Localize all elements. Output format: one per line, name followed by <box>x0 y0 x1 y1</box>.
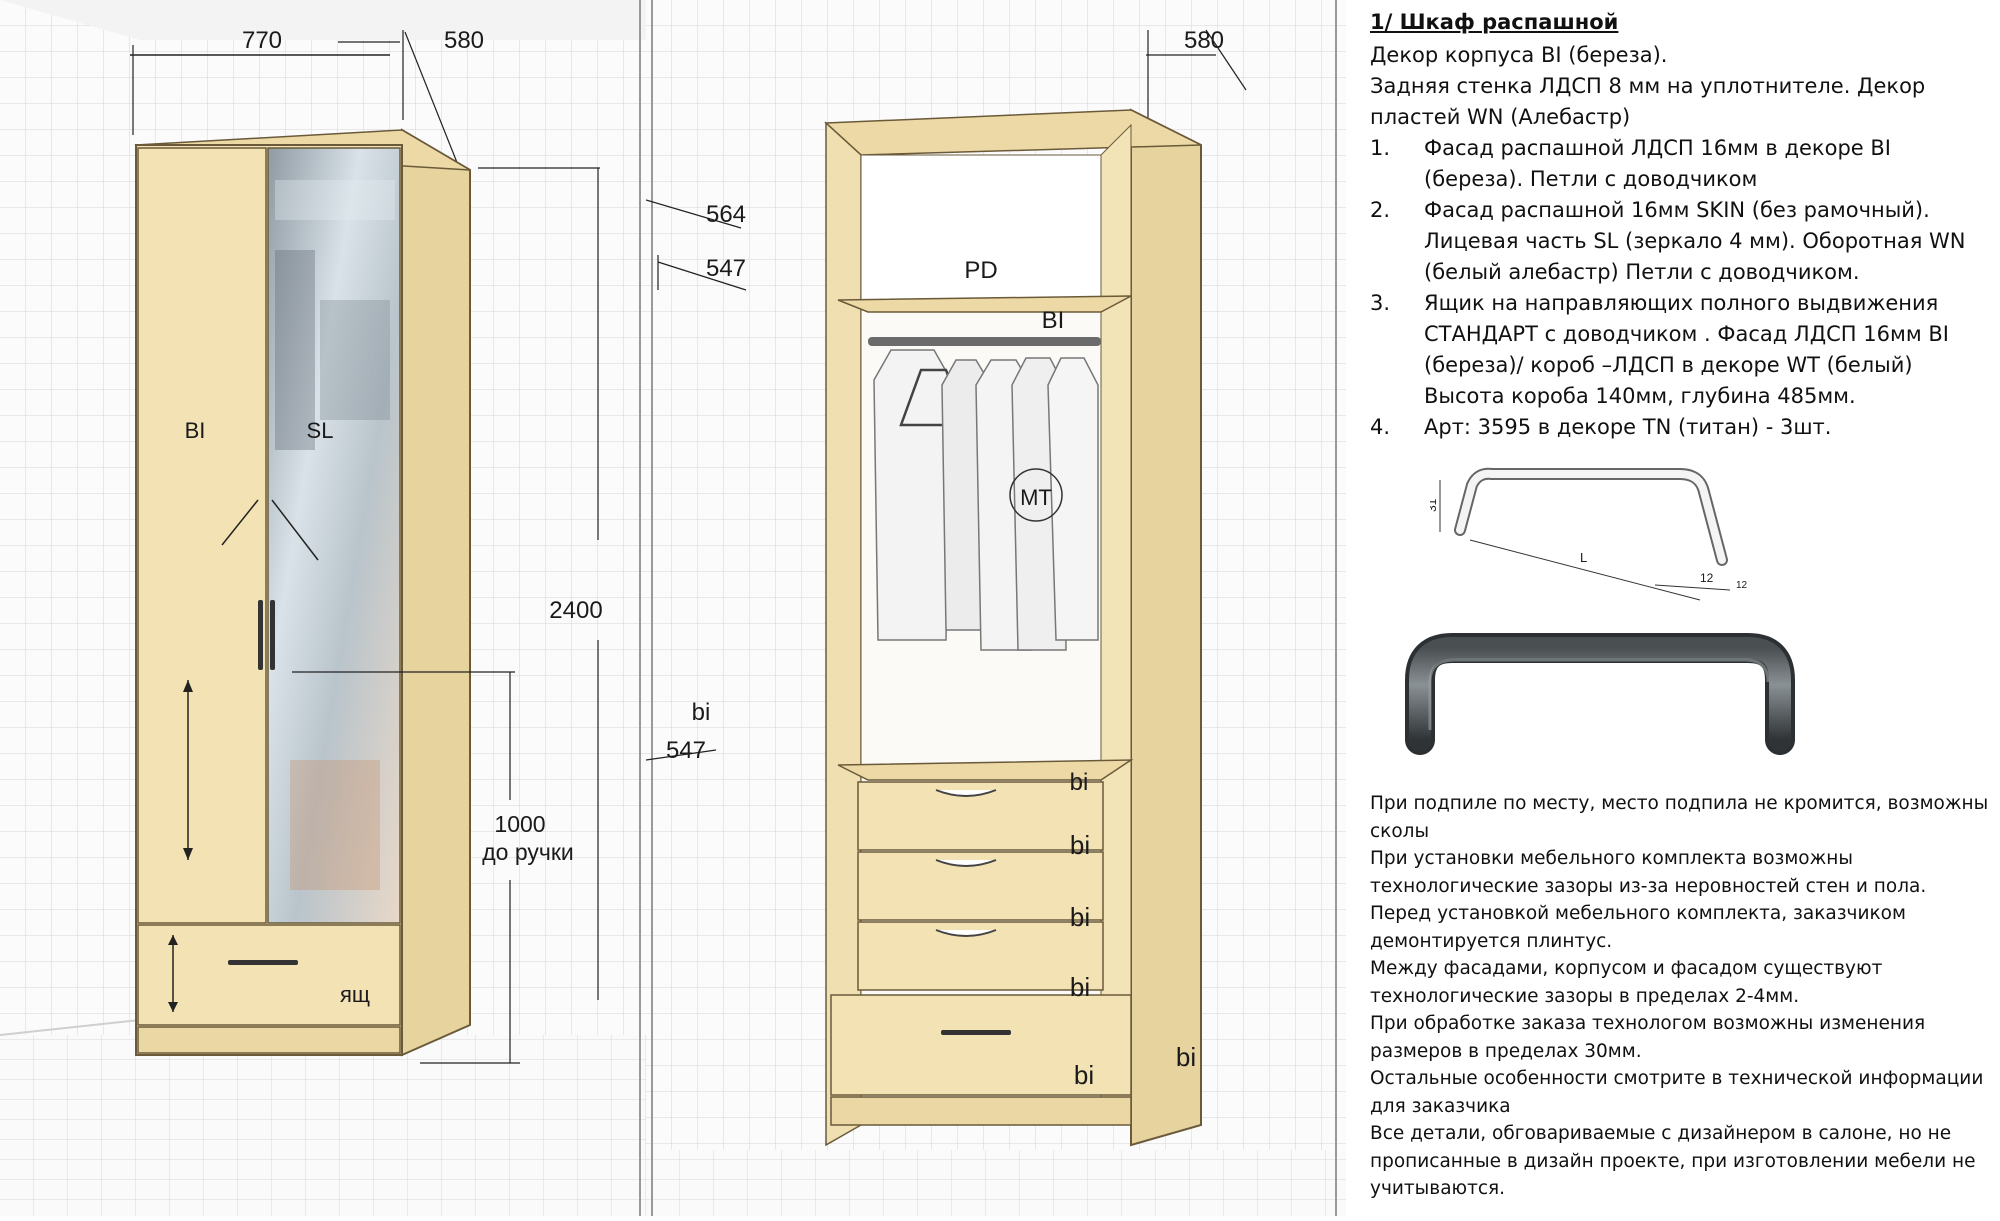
spec-item-text: Фасад распашной ЛДСП 16мм в декоре BI (б… <box>1424 136 1891 191</box>
handle-technical-drawing: 31 L 12 12 <box>1425 460 1760 614</box>
drawer-1-label: bi <box>1070 830 1090 860</box>
spec-item-number: 1. <box>1370 136 1391 160</box>
spec-item-number: 2. <box>1370 198 1391 222</box>
spec-item: 1. Фасад распашной ЛДСП 16мм в декоре BI … <box>1370 133 1990 195</box>
dim-handle-note: до ручки <box>482 839 574 865</box>
handle-dim-length: L <box>1580 550 1587 565</box>
note: Между фасадами, корпусом и фасадом сущес… <box>1370 958 1883 1007</box>
dim-depth-label: 580 <box>444 27 484 54</box>
drawer-3-label: bi <box>1070 972 1090 1002</box>
open-dim-depth-label: 580 <box>1184 27 1224 54</box>
mt-label: МТ <box>1020 485 1052 510</box>
door-left-label: BI <box>185 418 206 443</box>
handle-dim-height: 31 <box>1430 498 1439 512</box>
handle-height-dimension: 1000 до ручки <box>292 671 574 1064</box>
door-right-label: SL <box>307 418 334 443</box>
dim-height-label: 2400 <box>549 597 602 624</box>
note: Все детали, обговариваемые с дизайнером … <box>1370 1123 1976 1199</box>
handle-dim-b: 12 <box>1736 580 1748 591</box>
note: При подпиле по месту, место подпила не к… <box>1370 793 1989 842</box>
drawer-handle <box>228 960 298 965</box>
bottom-drawer-label: bi <box>1074 1060 1094 1090</box>
open-bottom-drawer <box>830 994 1132 1096</box>
spec-item-text: Ящик на направляющих полного выдвижения … <box>1424 291 1949 408</box>
handle-photo <box>1390 620 1810 764</box>
spec-item: 3. Ящик на направляющих полного выдвижени… <box>1370 288 1990 412</box>
mirror-reflection <box>275 180 395 890</box>
spec-title: 1/ Шкаф распашной <box>1370 10 1619 34</box>
dim-width-label: 770 <box>242 27 282 54</box>
width-dimension: 770 <box>130 27 404 135</box>
depth-dimension-open: 580 <box>1146 27 1247 118</box>
dim-547-bottom-label: 547 <box>666 737 706 764</box>
door-handle-right <box>270 600 275 670</box>
handle-dim-a: 12 <box>1700 571 1714 585</box>
pd-label: PD <box>964 257 997 284</box>
outer-side-label: bi <box>1176 1042 1196 1072</box>
open-wardrobe-view: 580 <box>645 0 1346 1216</box>
spec-panel: 1/ Шкаф распашной Декор корпуса BI (бере… <box>1370 10 1990 1210</box>
drawer-label: ящ <box>340 982 370 1007</box>
lower-shelf-label: bi <box>1070 769 1089 796</box>
spec-item-number: 3. <box>1370 291 1391 315</box>
height-dimension: 2400 <box>478 167 603 1000</box>
upper-shelf <box>837 295 1132 313</box>
hanging-rail <box>868 337 1101 346</box>
lower-shelf <box>837 759 1134 781</box>
spec-item-number: 4. <box>1370 415 1391 439</box>
spec-list: 1. Фасад распашной ЛДСП 16мм в декоре BI … <box>1370 133 1990 443</box>
spec-item: 2. Фасад распашной 16мм SKIN (без рамочны… <box>1370 195 1990 288</box>
spec-line-3: пластей WN (Алебастр) <box>1370 105 1631 129</box>
depth-dimension: 580 <box>338 27 484 171</box>
door-handle-left <box>258 600 263 670</box>
note: При обработке заказа технологом возможны… <box>1370 1013 1926 1062</box>
drawer-2-label: bi <box>1070 902 1090 932</box>
bottom-drawer <box>137 924 401 1026</box>
spec-item: 4. Арт: 3595 в декоре TN (титан) - 3шт. <box>1370 412 1990 443</box>
dim-564-label: 564 <box>706 201 746 228</box>
spec-item-text: Фасад распашной 16мм SKIN (без рамочный)… <box>1424 198 1966 284</box>
dim-547-top-label: 547 <box>706 255 746 282</box>
shelf-label: BI <box>1042 307 1065 334</box>
left-door <box>137 147 267 924</box>
dim-handle-label: 1000 <box>494 811 545 837</box>
note: Остальные особенности смотрите в техниче… <box>1370 1068 1984 1117</box>
hanging-clothes <box>873 349 1099 651</box>
closed-wardrobe-view: 770 580 <box>0 0 646 1216</box>
wardrobe-body <box>134 128 471 1057</box>
spec-line-2: Задняя стенка ЛДСП 8 мм на уплотнителе. … <box>1370 74 1926 98</box>
side-label: bi <box>692 699 711 726</box>
spec-line-1: Декор корпуса BI (береза). <box>1370 43 1668 67</box>
note: При установки мебельного комплекта возмо… <box>1370 848 1927 952</box>
mirror-door <box>267 147 401 924</box>
spec-item-text: Арт: 3595 в декоре TN (титан) - 3шт. <box>1424 415 1832 439</box>
notes: При подпиле по месту, место подпила не к… <box>1370 790 1990 1203</box>
